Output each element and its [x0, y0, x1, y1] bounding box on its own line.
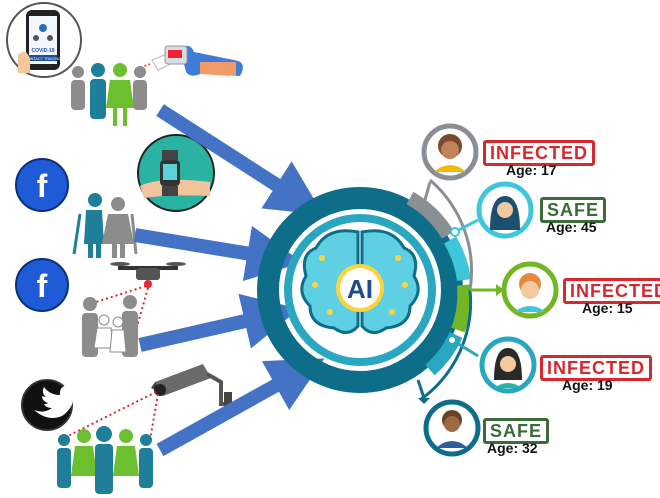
ai-label: AI: [347, 274, 373, 304]
avatar-person-3: [501, 261, 559, 319]
drone-scan-line: [89, 285, 147, 305]
ring-segment-cyan: [443, 236, 471, 282]
status-badge-infected: INFECTED: [540, 355, 652, 381]
ring-segment-gray: [406, 191, 454, 239]
facebook-icon: f: [15, 158, 69, 212]
facebook-icon: f: [15, 258, 69, 312]
ai-outer-ring: [257, 187, 463, 393]
thermometer-icon: [139, 45, 243, 76]
people-group-icon: [71, 63, 147, 126]
avatar-person-5: [423, 399, 481, 457]
age-label: Age: 45: [546, 219, 597, 235]
avatar-person-1: [421, 123, 479, 181]
family-group-icon: [82, 295, 138, 357]
output-connectors: [416, 178, 504, 404]
output-arc: [429, 178, 474, 291]
source-group-elderly-watch: f: [15, 134, 215, 258]
smartwatch-icon: [137, 134, 215, 212]
status-badge-safe: SAFE: [483, 418, 550, 444]
status-badge-infected: INFECTED: [483, 140, 595, 166]
crowd-group-icon: [57, 426, 153, 494]
avatar-person-2: [476, 181, 534, 239]
age-label: Age: 32: [487, 440, 538, 456]
age-label: Age: 15: [582, 300, 633, 316]
output-line-4: [451, 338, 479, 358]
source-group-contact-tracing: COVID-19 CONTACT TRACING: [6, 2, 243, 126]
input-arrows: [133, 104, 325, 457]
output-line-1: [423, 181, 432, 201]
status-badge-safe: SAFE: [540, 197, 607, 223]
app-text-covid: COVID-19: [31, 48, 54, 54]
ring-segment-green: [451, 284, 472, 333]
ai-core: AI: [257, 187, 472, 393]
facebook-letter: f: [37, 168, 48, 204]
input-arrow: [138, 293, 300, 352]
phone-icon: COVID-19 CONTACT TRACING: [6, 2, 82, 78]
input-arrow: [133, 225, 303, 282]
source-group-family-drone: f: [15, 258, 186, 357]
status-badge-infected: INFECTED: [563, 278, 660, 304]
twitter-icon: [21, 379, 78, 431]
source-group-crowd-cctv: [21, 364, 232, 494]
output-line-5: [416, 379, 426, 399]
drone-icon: [110, 262, 186, 288]
age-label: Age: 19: [562, 377, 613, 393]
brain-icon: AI: [300, 229, 420, 334]
avatar-person-4: [479, 336, 537, 394]
cctv-scan-line: [149, 393, 159, 441]
input-arrow: [156, 358, 325, 457]
app-text-contact-tracing: CONTACT TRACING: [25, 57, 61, 61]
age-label: Age: 17: [506, 162, 557, 178]
input-arrow: [156, 104, 324, 216]
elderly-couple-icon: [72, 193, 138, 258]
cctv-camera-icon: [151, 364, 232, 410]
facebook-letter: f: [37, 268, 48, 304]
output-arc: [419, 289, 473, 402]
